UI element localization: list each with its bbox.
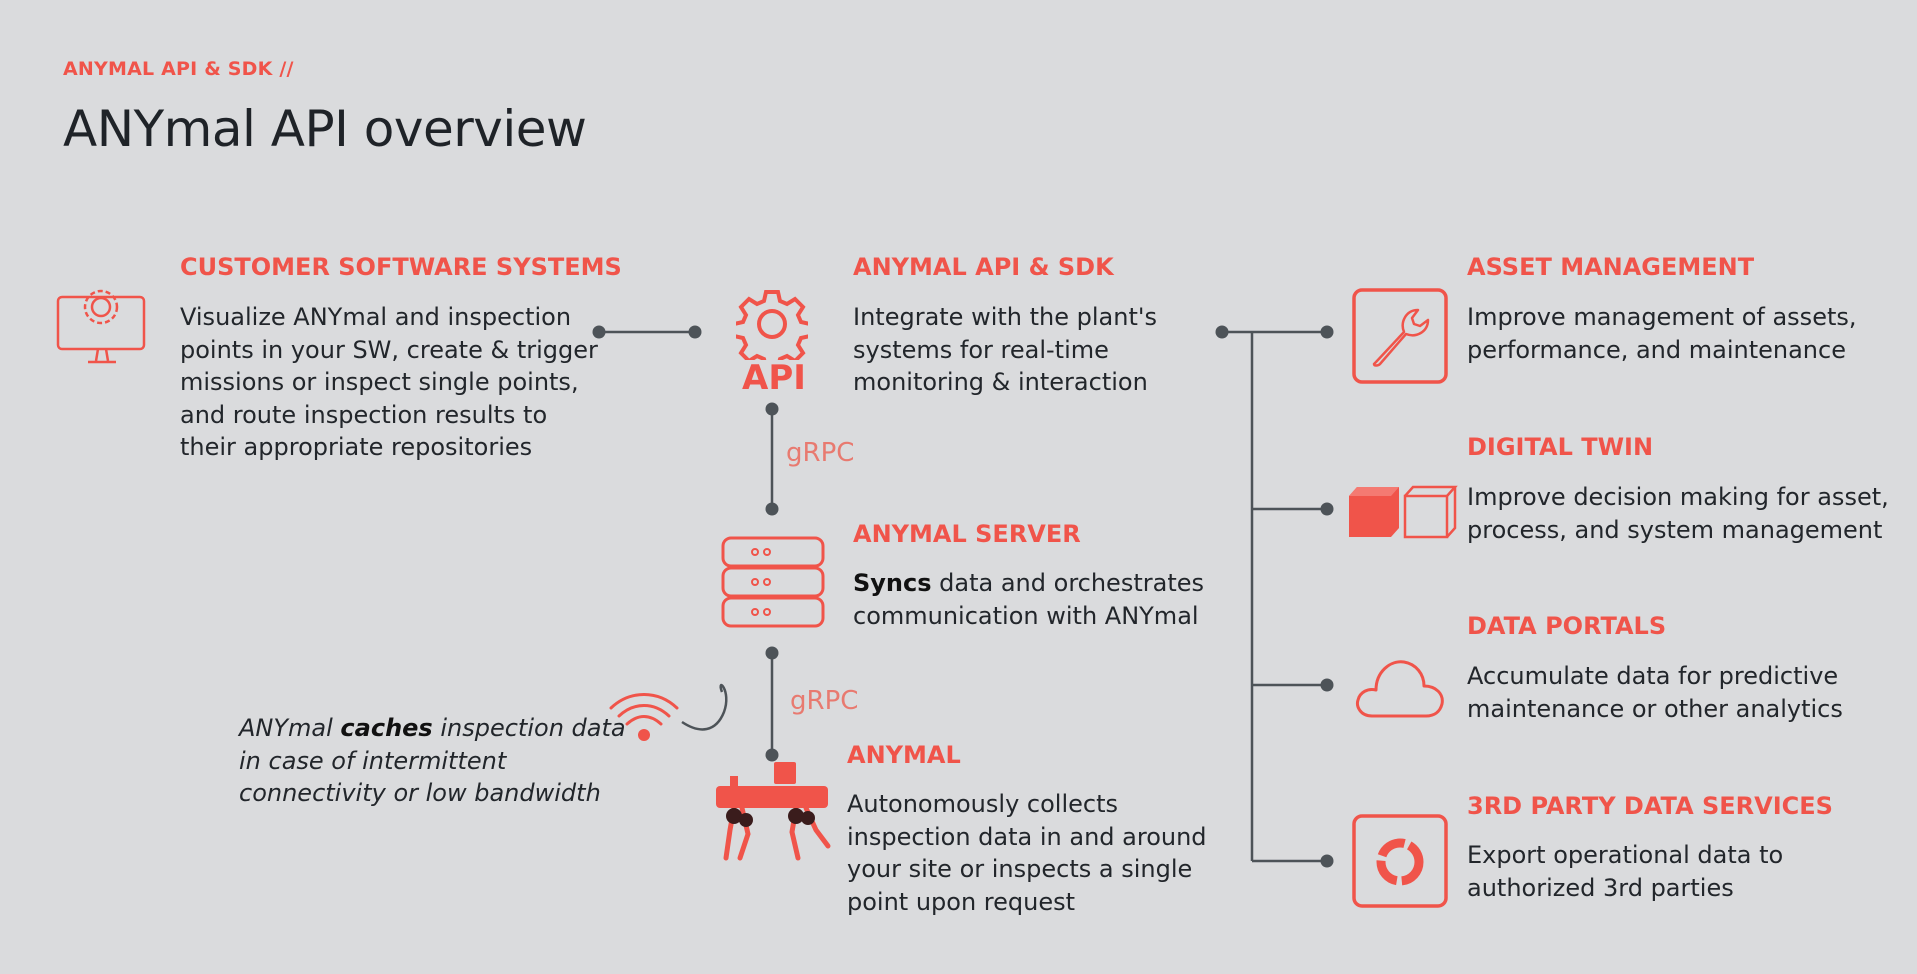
customer-line-4: and route inspection results to <box>180 400 548 429</box>
server-line-1-bold: Syncs <box>853 569 932 597</box>
asset-line-1: Improve management of assets, <box>1467 303 1857 331</box>
cache-note-post: inspection data <box>432 714 626 742</box>
output-description-digital-twin: Improve decision making for asset, proce… <box>1467 481 1889 546</box>
robot-dog-icon <box>716 762 831 861</box>
eyebrow-label: ANYMAL API & SDK // <box>63 58 294 80</box>
api-line-2: systems for real-time <box>853 335 1109 364</box>
api-icon-label: API <box>742 358 806 398</box>
customer-title: CUSTOMER SOFTWARE SYSTEMS <box>180 253 622 281</box>
server-line-1-rest: data and orchestrates <box>931 569 1204 597</box>
output-title-asset-management: ASSET MANAGEMENT <box>1467 253 1755 281</box>
cache-note: ANYmal caches inspection data in case of… <box>239 712 626 810</box>
grpc-label-upper: gRPC <box>786 438 855 468</box>
cache-note-line-3: connectivity or low bandwidth <box>239 779 601 807</box>
anymal-title: ANYMAL <box>847 741 961 769</box>
customer-line-5: their appropriate repositories <box>180 433 533 461</box>
server-title: ANYMAL SERVER <box>853 520 1081 548</box>
output-title-data-portals: DATA PORTALS <box>1467 612 1667 640</box>
api-line-1: Integrate with the plant's <box>853 303 1157 331</box>
anymal-description: Autonomously collects inspection data in… <box>847 788 1207 918</box>
portals-line-2: maintenance or other analytics <box>1467 694 1843 723</box>
anymal-line-4: point upon request <box>847 887 1076 916</box>
cache-note-line-2: in case of intermittent <box>239 746 507 775</box>
share-circle-icon <box>1352 814 1448 908</box>
output-title-digital-twin: DIGITAL TWIN <box>1467 433 1654 461</box>
third-party-line-2: authorized 3rd parties <box>1467 873 1734 902</box>
cache-note-line-1: ANYmal caches inspection data <box>239 712 626 745</box>
anymal-line-3: your site or inspects a single <box>847 855 1193 883</box>
wifi-icon <box>609 693 679 741</box>
portals-line-1: Accumulate data for predictive <box>1467 662 1839 690</box>
twin-line-1: Improve decision making for asset, <box>1467 483 1889 511</box>
page-title: ANYmal API overview <box>63 100 587 158</box>
third-party-line-1: Export operational data to <box>1467 841 1784 869</box>
server-stack-icon <box>721 536 825 628</box>
customer-line-1: Visualize ANYmal and inspection <box>180 303 572 331</box>
server-line-2: communication with ANYmal <box>853 601 1199 630</box>
api-line-3: monitoring & interaction <box>853 368 1148 396</box>
server-line-1: Syncs data and orchestrates <box>853 567 1204 600</box>
customer-line-2: points in your SW, create & trigger <box>180 335 598 364</box>
cache-note-pre: ANYmal <box>239 714 341 742</box>
wrench-icon <box>1352 288 1448 384</box>
server-description: Syncs data and orchestrates communicatio… <box>853 567 1204 632</box>
output-description-data-portals: Accumulate data for predictive maintenan… <box>1467 660 1843 725</box>
grpc-label-lower: gRPC <box>790 686 859 716</box>
asset-line-2: performance, and maintenance <box>1467 335 1846 364</box>
customer-description: Visualize ANYmal and inspection points i… <box>180 301 598 464</box>
output-description-3rd-party: Export operational data to authorized 3r… <box>1467 839 1783 904</box>
api-title: ANYMAL API & SDK <box>853 253 1114 281</box>
anymal-line-2: inspection data in and around <box>847 822 1207 851</box>
gear-icon <box>736 290 808 360</box>
api-description: Integrate with the plant's systems for r… <box>853 301 1157 399</box>
output-title-3rd-party: 3RD PARTY DATA SERVICES <box>1467 792 1833 820</box>
output-description-asset-management: Improve management of assets, performanc… <box>1467 301 1857 366</box>
twin-line-2: process, and system management <box>1467 515 1883 544</box>
twin-cubes-icon <box>1349 485 1458 539</box>
anymal-line-1: Autonomously collects <box>847 790 1118 818</box>
cloud-icon <box>1356 660 1444 718</box>
customer-line-3: missions or inspect single points, <box>180 368 579 396</box>
cache-note-bold: caches <box>340 714 433 742</box>
monitor-gear-icon <box>56 289 146 364</box>
